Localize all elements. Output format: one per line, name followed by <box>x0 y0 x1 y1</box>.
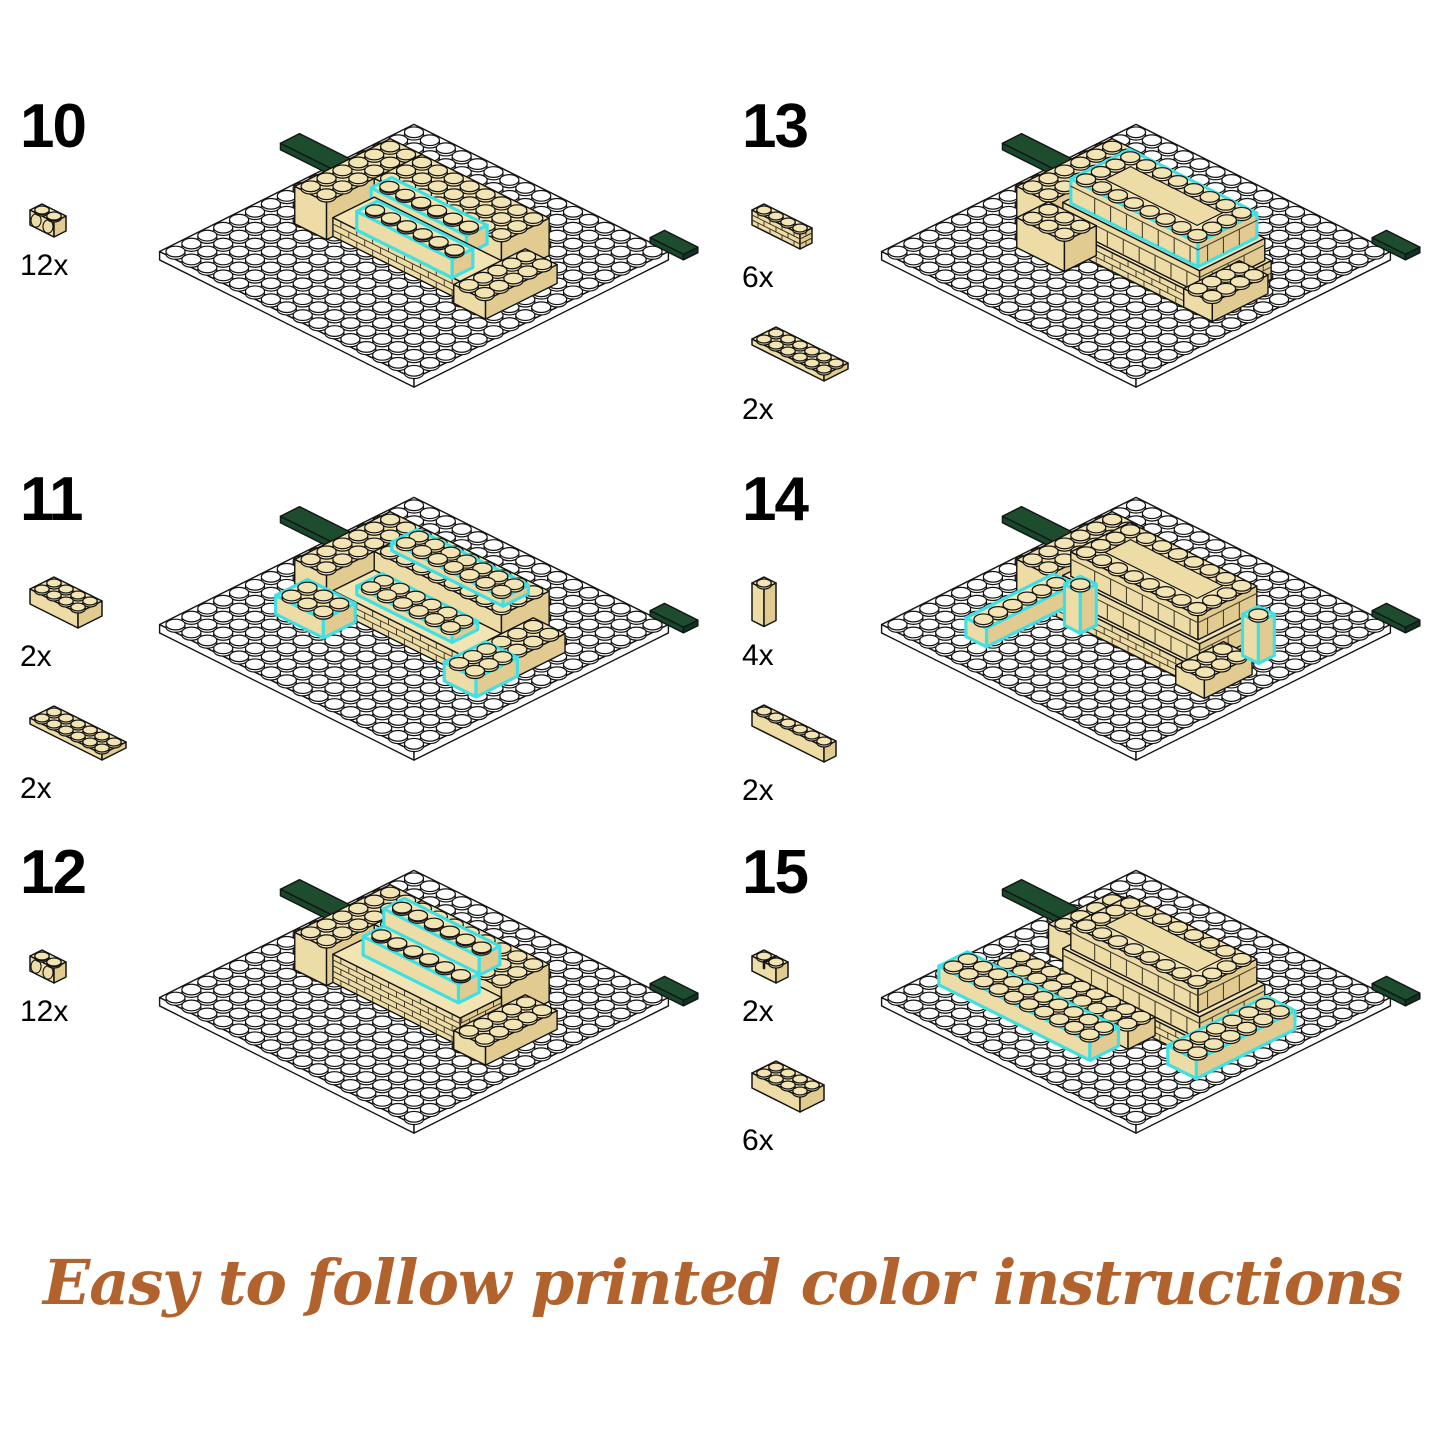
step-panel-15: 15 2x 6x <box>722 836 1445 1209</box>
part-quantity: 2x <box>742 773 774 807</box>
part-icon-plate-brick <box>751 326 849 382</box>
part-quantity: 2x <box>742 995 774 1028</box>
part-quantity: 6x <box>742 1124 774 1157</box>
step-number: 15 <box>742 838 809 907</box>
step-number: 13 <box>742 92 809 161</box>
step-panel-13: 13 6x 2x <box>722 90 1445 463</box>
part-icon-brick-brick <box>751 576 777 628</box>
model-area <box>846 100 1445 418</box>
parts-list: 12x <box>20 942 124 1029</box>
part-quantity: 6x <box>742 261 774 294</box>
parts-list: 2x 2x <box>20 569 127 806</box>
model-illustration <box>158 869 699 1134</box>
part-callout: 2x <box>20 698 127 806</box>
step-sidebar: 11 2x 2x <box>0 463 127 806</box>
part-quantity: 12x <box>20 249 69 282</box>
step-sidebar: 13 6x 2x <box>722 90 849 427</box>
part-icon-log-brick <box>29 203 67 238</box>
part-icon-brick-brick <box>751 1060 825 1113</box>
model-illustration <box>158 123 699 388</box>
part-icon-plate-brick <box>29 705 127 761</box>
step-panel-12: 12 12x <box>0 836 722 1209</box>
part-icon-notch-brick <box>751 949 789 984</box>
step-panel-10: 10 12x <box>0 90 722 463</box>
part-quantity: 12x <box>20 995 69 1028</box>
headline: Easy to follow printed color instruction… <box>42 1246 1403 1319</box>
step-panel-11: 11 2x 2x <box>0 463 722 836</box>
part-icon-brick-brick <box>751 703 837 763</box>
part-callout: 6x <box>742 1053 846 1158</box>
step-number: 14 <box>742 465 809 534</box>
step-panel-14: 14 4x 2x <box>722 463 1445 836</box>
parts-list: 12x <box>20 196 124 283</box>
step-sidebar: 12 12x <box>0 836 124 1029</box>
step-number: 12 <box>20 838 87 907</box>
step-number: 11 <box>20 465 84 534</box>
part-callout: 6x <box>742 196 846 295</box>
model-area <box>846 473 1445 791</box>
part-callout: 2x <box>742 319 849 427</box>
part-callout: 4x <box>742 569 846 673</box>
part-icon-brick-brick <box>29 576 103 629</box>
model-illustration <box>158 496 699 761</box>
step-number: 10 <box>20 92 87 161</box>
part-callout: 12x <box>20 196 124 283</box>
model-area <box>124 846 722 1164</box>
step-sidebar: 15 2x 6x <box>722 836 846 1158</box>
part-callout: 2x <box>742 942 846 1029</box>
model-illustration <box>880 123 1421 388</box>
part-icon-masonry-brick <box>751 203 813 250</box>
parts-list: 4x 2x <box>742 569 846 808</box>
steps-grid: 10 12x 11 2x 2x 12 12x 13 6x 2x 14 4x 2x 15 2x 6x <box>0 90 1445 1209</box>
parts-list: 2x 6x <box>742 942 846 1158</box>
model-area <box>846 846 1445 1164</box>
model-area <box>124 473 722 791</box>
part-callout: 2x <box>742 697 846 808</box>
part-quantity: 4x <box>742 638 774 672</box>
model-area <box>124 100 722 418</box>
model-illustration <box>880 496 1421 761</box>
part-callout: 2x <box>20 569 124 674</box>
step-sidebar: 10 12x <box>0 90 124 283</box>
part-quantity: 2x <box>20 772 52 805</box>
part-callout: 12x <box>20 942 124 1029</box>
part-quantity: 2x <box>742 393 774 426</box>
model-illustration <box>880 869 1421 1134</box>
part-quantity: 2x <box>20 640 52 673</box>
part-icon-log-brick <box>29 949 67 984</box>
step-sidebar: 14 4x 2x <box>722 463 846 808</box>
parts-list: 6x 2x <box>742 196 849 427</box>
